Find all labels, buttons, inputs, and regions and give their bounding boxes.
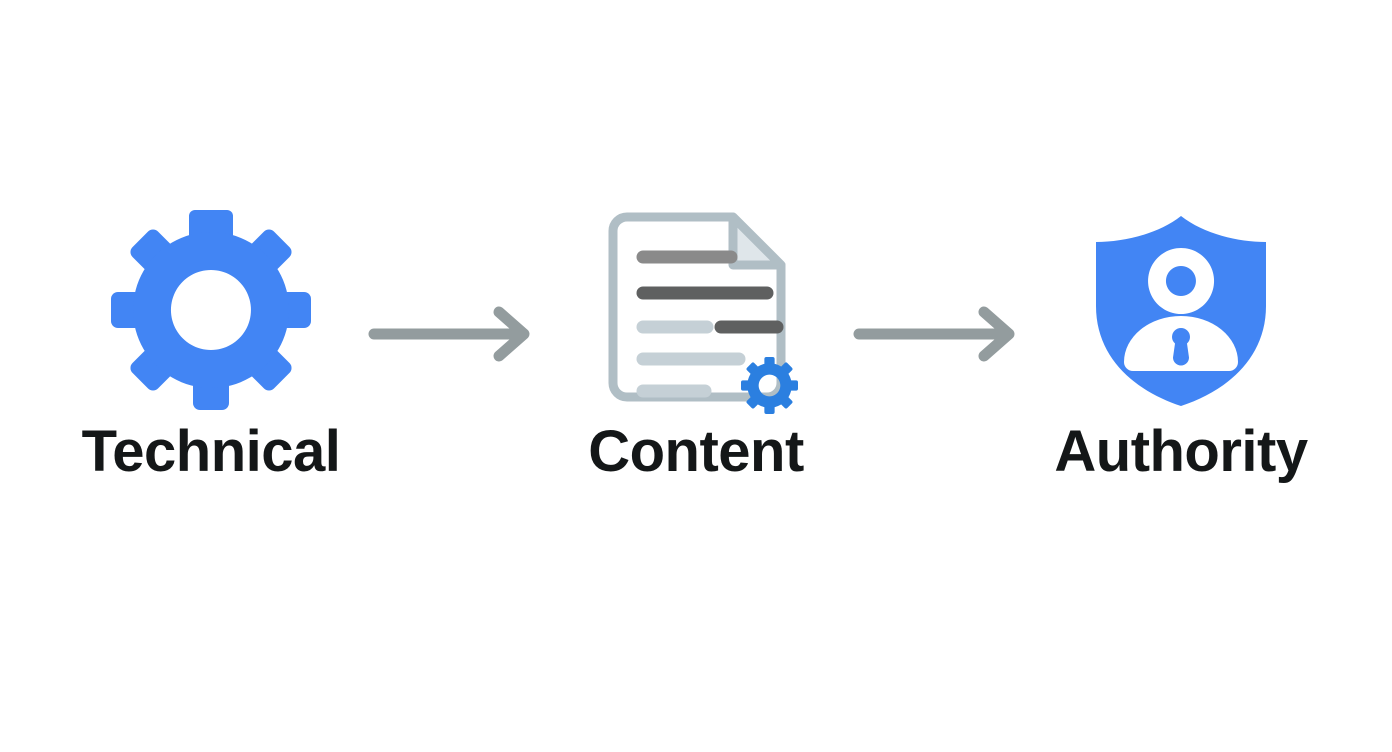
- person-head: [1148, 247, 1215, 314]
- document-gear-badge: [741, 357, 798, 414]
- arrow-right-icon: [853, 306, 1015, 362]
- stage-technical[interactable]: Technical: [61, 196, 361, 516]
- stage-authority[interactable]: Authority: [1031, 196, 1331, 516]
- connector-content-to-authority: [846, 196, 1031, 516]
- stage-content[interactable]: Content: [546, 196, 846, 516]
- gear-icon: [101, 202, 321, 417]
- shield-person-icon: [1071, 202, 1291, 417]
- keyhole-slot: [1172, 327, 1190, 365]
- connector-technical-to-content: [361, 196, 546, 516]
- stage-label-technical: Technical: [81, 419, 341, 484]
- stage-label-authority: Authority: [1054, 419, 1308, 484]
- document-fold-corner: [728, 212, 786, 270]
- arrow-right-icon: [368, 306, 530, 362]
- stage-label-content: Content: [588, 419, 804, 484]
- document-text-lines: [636, 250, 784, 398]
- flow-row: Technical: [0, 196, 1392, 516]
- document-with-gear-icon: [586, 202, 806, 417]
